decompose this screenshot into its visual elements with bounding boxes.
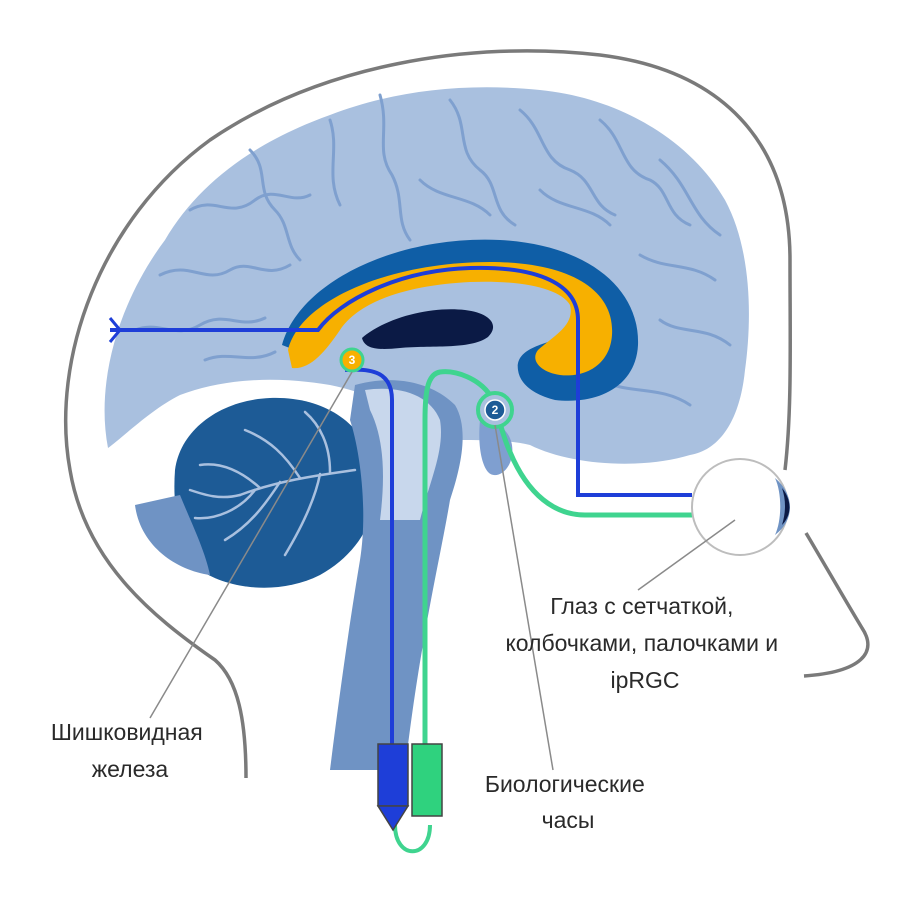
head-outline xyxy=(63,49,793,779)
biological-clock-label: Биологические часы xyxy=(485,771,651,833)
eye-iris xyxy=(775,478,790,535)
face-outline xyxy=(803,532,870,678)
pineal-gland-marker xyxy=(339,347,365,373)
pineal-leader-line xyxy=(149,371,353,719)
blue-block xyxy=(377,743,409,807)
clock-leader-line xyxy=(494,424,554,771)
pineal-gland-label: Шишковидная железа xyxy=(51,719,209,782)
ventricle xyxy=(362,309,494,349)
green-loop xyxy=(393,824,432,854)
clock-marker-number: 2 xyxy=(492,403,499,417)
pineal-marker-number: 3 xyxy=(349,353,356,367)
eye-pupil xyxy=(782,488,790,525)
arbor-vitae xyxy=(188,410,357,557)
blue-arrow xyxy=(108,317,122,343)
green-block xyxy=(411,743,443,817)
brainstem-light xyxy=(365,388,441,520)
cerebellum-lower xyxy=(135,495,210,575)
blue-block-point xyxy=(376,805,410,832)
eye-label: Глаз с сетчаткой, колбочками, палочками … xyxy=(505,593,784,693)
clock-marker xyxy=(484,399,506,421)
blue-neural-path xyxy=(110,265,692,497)
eye-leader-line xyxy=(637,519,736,591)
